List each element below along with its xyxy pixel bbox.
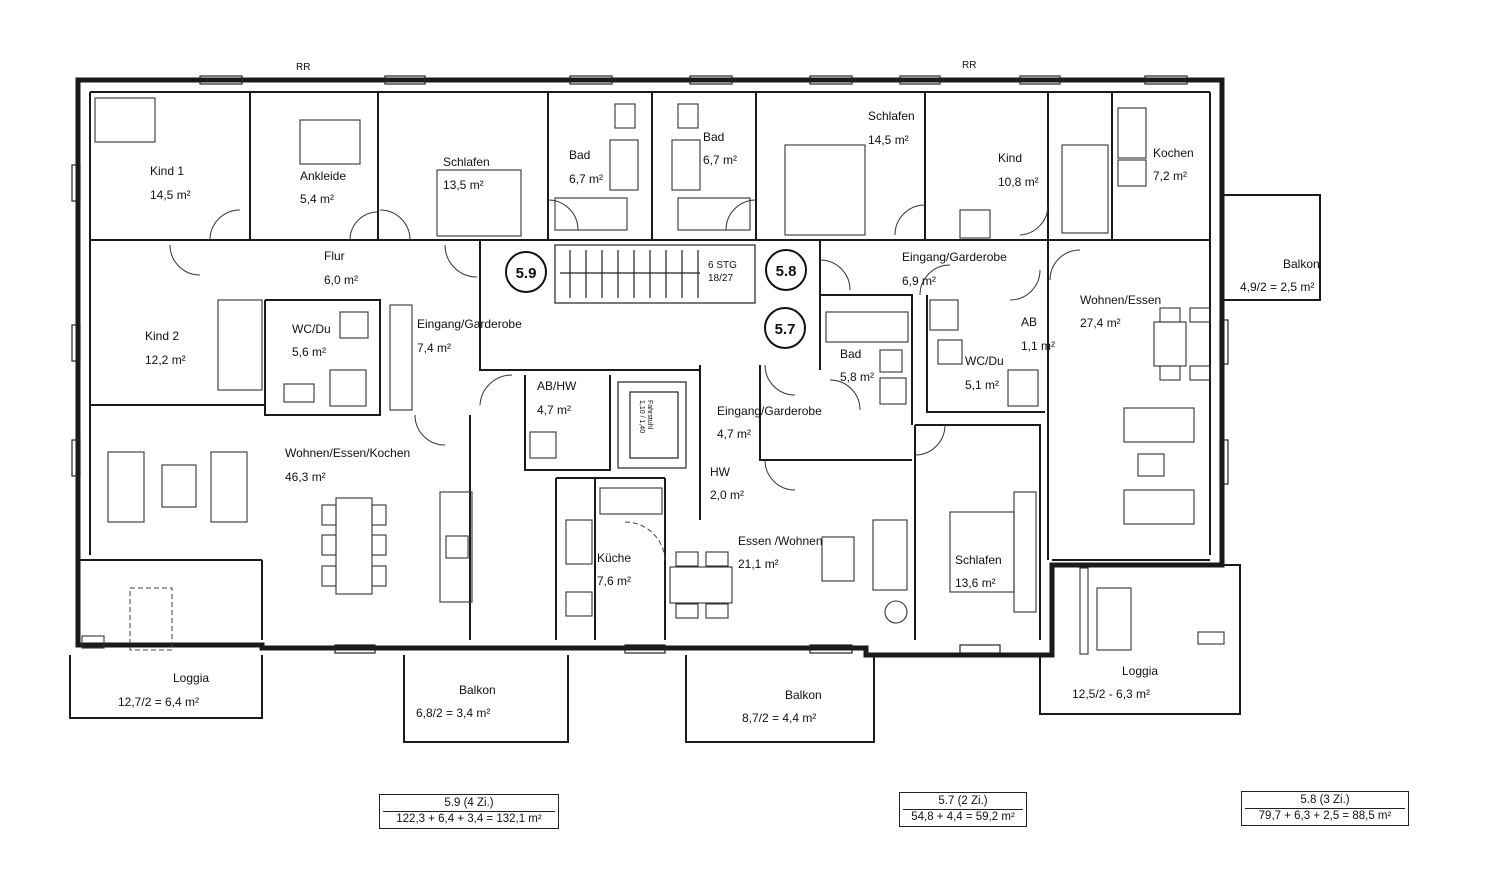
room-name: Eingang/Garderobe [902,250,1007,264]
room-area: 7,4 m² [417,341,451,355]
lift-shaft [617,381,687,469]
room-name: Schlafen [868,109,915,123]
legend-title: 5.7 (2 Zi.) [903,794,1023,810]
room-name: HW [710,465,731,479]
room-area: 6,7 m² [703,153,737,167]
room-name: Kind 1 [150,164,184,178]
room-name: Ankleide [300,169,346,183]
svg-text:5.8: 5.8 [776,263,797,280]
legend-formula: 79,7 + 6,3 + 2,5 = 88,5 m² [1258,810,1392,822]
room-area: 5,8 m² [840,370,874,384]
room-area: 5,4 m² [300,192,334,206]
room-area: 6,7 m² [569,172,603,186]
lift-size: 1,10 / 1,40 [638,400,645,433]
room-name: WC/Du [965,354,1004,368]
room-name: Schlafen [443,155,490,169]
room-name: Bad [569,148,590,162]
room-name: Schlafen [955,553,1002,567]
room-area: 13,6 m² [955,576,996,590]
room-area: 6,8/2 = 3,4 m² [416,706,490,720]
area-legend-5-8: 5.8 (3 Zi.) 79,7 + 6,3 + 2,5 = 88,5 m² [1241,791,1409,826]
stair-steps: 6 STG [708,260,737,271]
room-area: 5,6 m² [292,345,326,359]
room-area: 10,8 m² [998,175,1039,189]
room-name: Essen /Wohnen [738,534,823,548]
interior-walls [78,92,1210,640]
room-name: Küche [597,551,631,565]
room-name: Balkon [459,683,496,697]
unit-tag-5-8: 5.8 [765,249,807,291]
room-name: AB/HW [537,379,577,393]
room-area: 4,7 m² [537,403,571,417]
room-name: WC/Du [292,322,331,336]
room-name: Kind 2 [145,329,179,343]
outdoor-spaces [69,564,1241,743]
room-area: 12,2 m² [145,353,186,367]
unit-tag-5-7: 5.7 [764,307,806,349]
lift-label: Fahrstuhl [646,400,653,430]
room-area: 46,3 m² [285,470,326,484]
room-area: 12,5/2 - 6,3 m² [1072,687,1150,701]
rr-mark-left: RR [296,62,310,73]
room-area: 12,7/2 = 6,4 m² [118,695,199,709]
room-name: Flur [324,249,345,263]
legend-formula: 122,3 + 6,4 + 3,4 = 132,1 m² [396,813,542,825]
room-name: AB [1021,315,1037,329]
legend-title: 5.9 (4 Zi.) [383,796,555,812]
room-area: 2,0 m² [710,488,744,502]
room-area: 7,6 m² [597,574,631,588]
area-legend-5-9: 5.9 (4 Zi.) 122,3 + 6,4 + 3,4 = 132,1 m² [379,794,559,829]
room-area: 1,1 m² [1021,339,1055,353]
area-legend-5-7: 5.7 (2 Zi.) 54,8 + 4,4 = 59,2 m² [899,792,1027,827]
room-name: Wohnen/Essen/Kochen [285,446,410,460]
room-area: 5,1 m² [965,378,999,392]
furniture [81,97,1225,655]
room-name: Kind [998,151,1022,165]
room-name: Eingang/Garderobe [717,404,822,418]
room-name: Loggia [173,671,209,685]
room-labels: Kind 1 14,5 m² Ankleide 5,4 m² Schlafen … [118,109,1320,725]
room-area: 14,5 m² [150,188,191,202]
room-name: Wohnen/Essen [1080,293,1161,307]
room-area: 7,2 m² [1153,169,1187,183]
room-area: 21,1 m² [738,557,779,571]
unit-tag-5-9: 5.9 [505,251,547,293]
room-name: Bad [703,130,724,144]
svg-text:5.9: 5.9 [516,265,537,282]
room-area: 4,7 m² [717,427,751,441]
rr-mark-right: RR [962,60,976,71]
room-area: 13,5 m² [443,178,484,192]
stair-ratio: 18/27 [708,273,733,284]
room-area: 6,9 m² [902,274,936,288]
windows [71,75,1229,654]
stair-core: 6 STG 18/27 Fahrstuhl 1,10 / 1,40 [554,244,756,469]
door-swings [169,199,1081,561]
svg-text:5.7: 5.7 [775,321,796,338]
room-name: Kochen [1153,146,1194,160]
room-name: Loggia [1122,664,1158,678]
room-area: 6,0 m² [324,273,358,287]
room-name: Balkon [785,688,822,702]
room-area: 27,4 m² [1080,316,1121,330]
legend-formula: 54,8 + 4,4 = 59,2 m² [911,811,1015,823]
room-area: 4,9/2 = 2,5 m² [1240,280,1314,294]
room-area: 8,7/2 = 4,4 m² [742,711,816,725]
room-name: Balkon [1283,257,1320,271]
room-area: 14,5 m² [868,133,909,147]
legend-title: 5.8 (3 Zi.) [1245,793,1405,809]
room-name: Eingang/Garderobe [417,317,522,331]
room-name: Bad [840,347,861,361]
